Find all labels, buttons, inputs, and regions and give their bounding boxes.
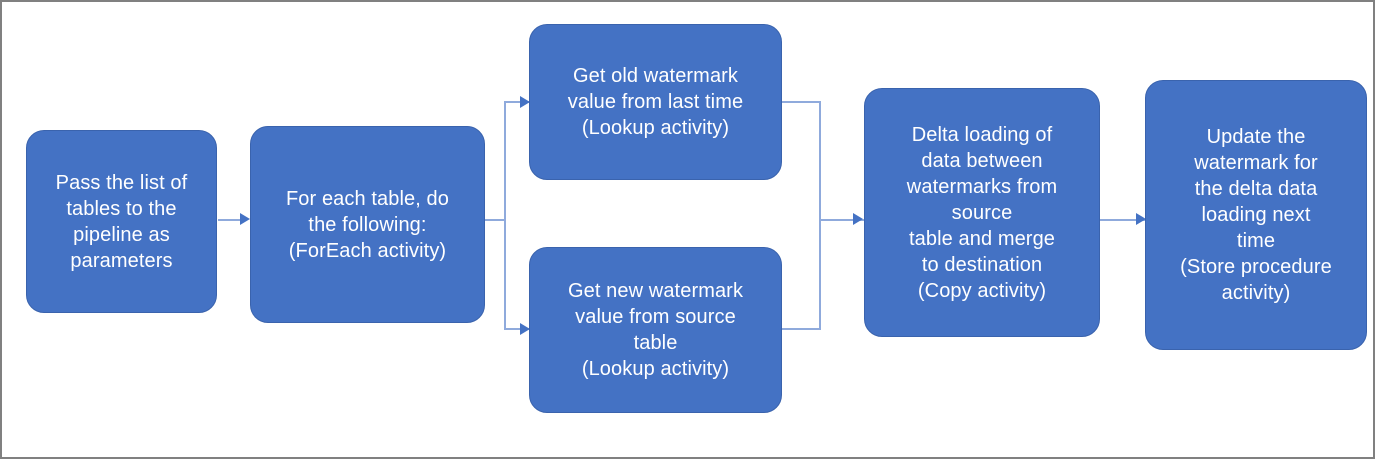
node-pass-list-of-tables[interactable]: Pass the list of tables to the pipeline … (26, 130, 217, 313)
arrowhead-into-update-watermark (1136, 213, 1146, 225)
connector-merge-to-delta-loading (819, 219, 864, 221)
node-update-watermark[interactable]: Update the watermark for the delta data … (1145, 80, 1367, 350)
connector-delta-to-update-line (1100, 219, 1146, 221)
connector-new-watermark-to-merge (782, 328, 821, 330)
connector-pass-to-foreach-line (218, 219, 246, 221)
arrowhead-into-get-old-watermark (520, 96, 530, 108)
connector-merge-riser (819, 101, 821, 330)
node-delta-loading-copy[interactable]: Delta loading of data between watermarks… (864, 88, 1100, 337)
connector-foreach-split-riser (504, 101, 506, 330)
connector-foreach-to-new-watermark (504, 328, 529, 330)
node-get-old-watermark[interactable]: Get old watermark value from last time (… (529, 24, 782, 180)
connector-old-watermark-to-merge (782, 101, 821, 103)
arrowhead-into-delta-loading (853, 213, 863, 225)
node-for-each-table[interactable]: For each table, do the following: (ForEa… (250, 126, 485, 323)
arrowhead-into-get-new-watermark (520, 323, 530, 335)
arrowhead-into-for-each-table (240, 213, 250, 225)
connector-foreach-split-stem (485, 219, 506, 221)
connector-foreach-to-old-watermark (504, 101, 529, 103)
node-get-new-watermark[interactable]: Get new watermark value from source tabl… (529, 247, 782, 413)
